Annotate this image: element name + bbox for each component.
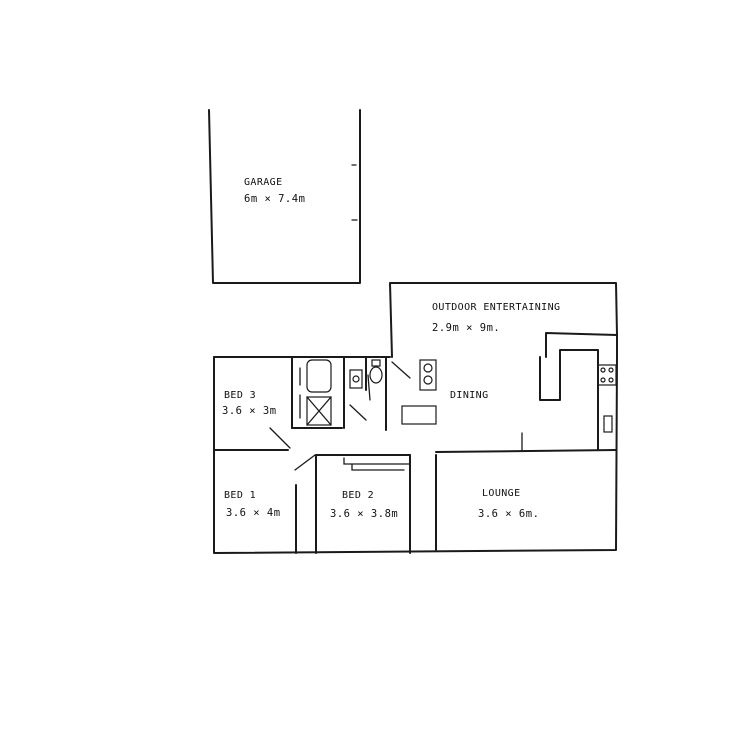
- garage-name-label: GARAGE: [244, 177, 283, 188]
- vanity-fixture: [349, 369, 363, 389]
- fridge-fixture: [603, 415, 613, 433]
- outdoor-name-label: OUTDOOR ENTERTAINING: [432, 302, 560, 313]
- bed3-size-label: 3.6 × 3m: [222, 405, 277, 417]
- shower-fixture: [306, 396, 332, 426]
- bed1-size-label: 3.6 × 4m: [226, 507, 281, 519]
- lounge-name-label: LOUNGE: [482, 488, 521, 499]
- bath-fixture: [306, 359, 332, 393]
- toilet-fixture: [369, 366, 383, 384]
- house-outer-walls: [213, 356, 618, 554]
- laundry-fixture: [419, 359, 437, 391]
- garage-size-label: 6m × 7.4m: [244, 193, 305, 205]
- bed2-size-label: 3.6 × 3.8m: [330, 508, 398, 520]
- bathroom-fixtures: [306, 359, 617, 471]
- bed2-name-label: BED 2: [342, 490, 374, 501]
- outdoor-entertaining-walls: [389, 282, 618, 361]
- lounge-size-label: 3.6 × 6m.: [478, 508, 539, 520]
- garage-walls: [208, 109, 361, 284]
- room-labels: GARAGE 6m × 7.4m OUTDOOR ENTERTAINING 2.…: [222, 177, 560, 520]
- bed1-name-label: BED 1: [224, 490, 256, 501]
- dining-name-label: DINING: [450, 390, 489, 401]
- bed3-name-label: BED 3: [224, 390, 256, 401]
- stove-fixture: [597, 364, 617, 386]
- outdoor-size-label: 2.9m × 9m.: [432, 322, 500, 334]
- internal-walls: [213, 349, 617, 554]
- bench-fixture: [401, 405, 437, 425]
